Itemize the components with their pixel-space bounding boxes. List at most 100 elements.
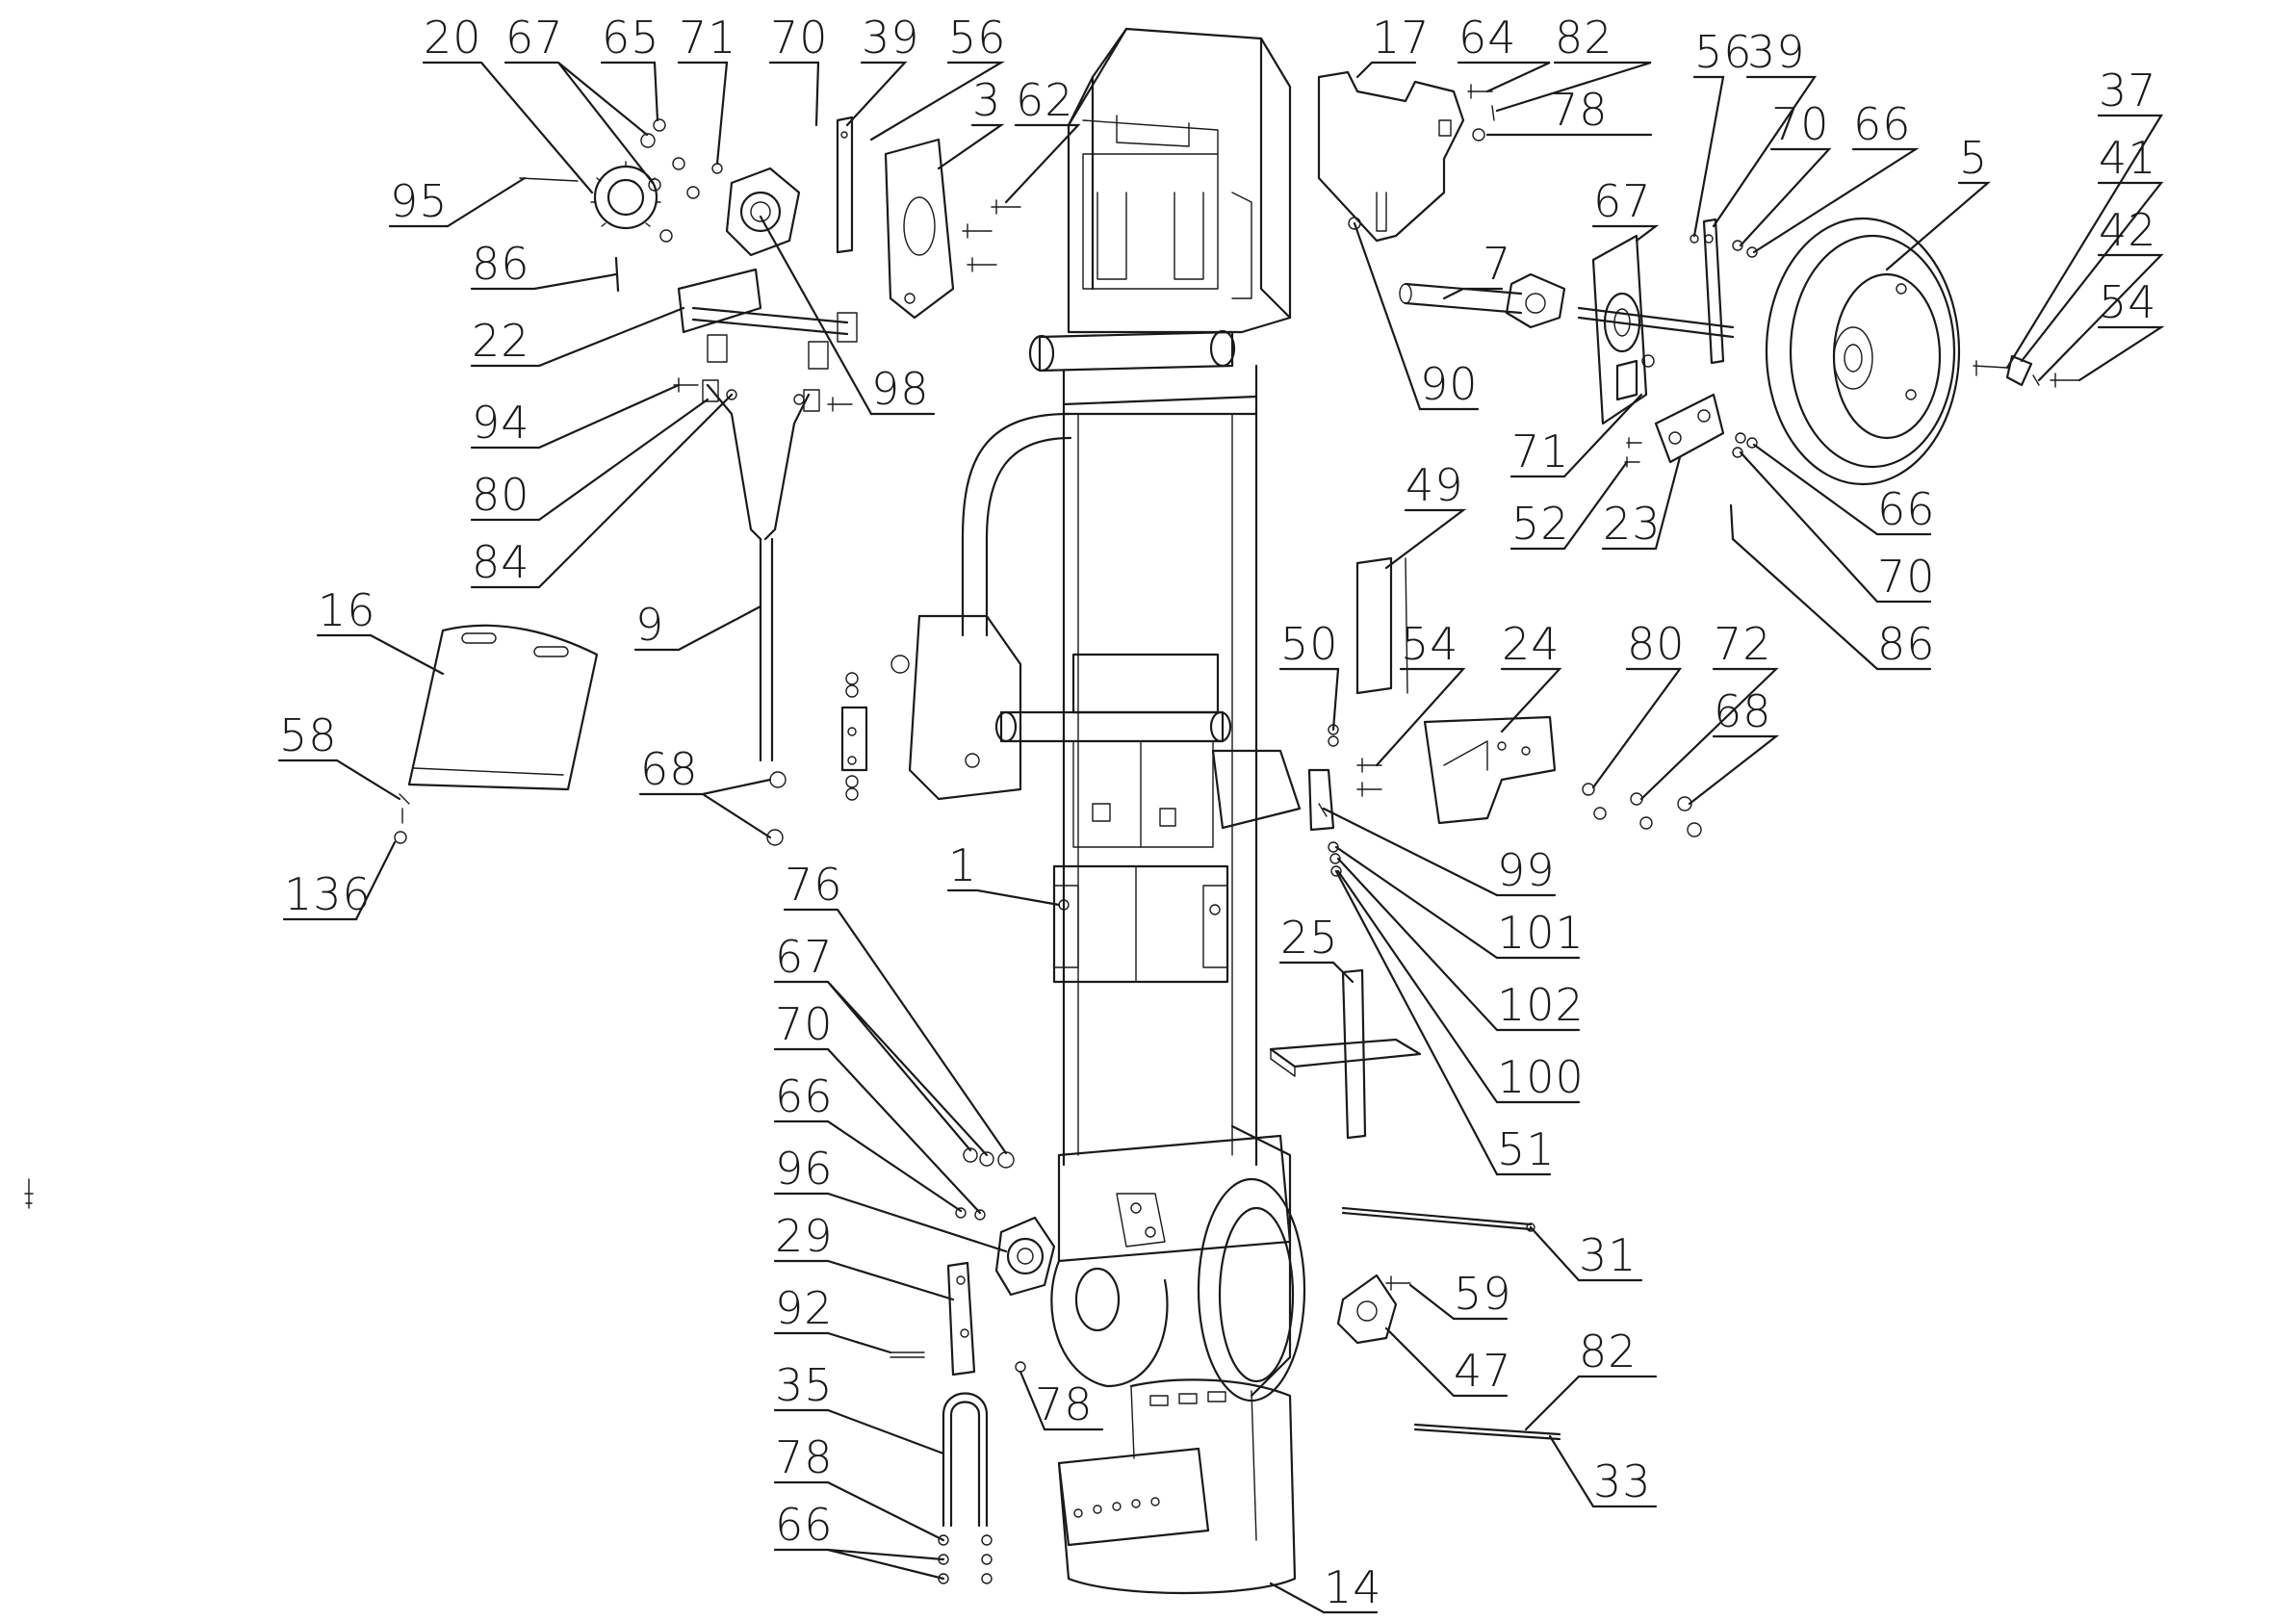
svg-text:51: 51 [1497, 1123, 1556, 1175]
cover-plate-part-16 [394, 624, 599, 844]
flange-bearing-part-98 [725, 167, 801, 257]
pin-part-92 [890, 1351, 1026, 1373]
chute-part-14 [1057, 1378, 1297, 1595]
svg-text:101: 101 [1497, 907, 1585, 959]
callout-5: 5 [1885, 132, 1991, 271]
svg-text:72: 72 [1714, 618, 1772, 670]
callout-39: 39 [845, 12, 920, 127]
svg-text:17: 17 [1372, 12, 1431, 64]
svg-text:86: 86 [472, 238, 530, 290]
svg-text:56: 56 [948, 12, 1007, 64]
svg-text:52: 52 [1511, 498, 1570, 550]
sprocket-part-20 [519, 161, 661, 230]
plate-part-3 [884, 138, 955, 320]
callout-98: 98 [759, 215, 936, 416]
svg-text:70: 70 [770, 12, 829, 64]
callout-37: 37 [2005, 64, 2163, 370]
callout-20: 20 [422, 12, 594, 194]
svg-text:47: 47 [1454, 1345, 1512, 1397]
svg-text:39: 39 [862, 12, 920, 64]
guard-part-17 [1317, 70, 1465, 243]
callout-59: 59 [1408, 1268, 1511, 1321]
callout-16: 16 [316, 584, 445, 676]
callout-80: 80 [470, 398, 709, 522]
callout-54-mid: 54 [1375, 618, 1466, 767]
svg-text:16: 16 [318, 584, 376, 636]
plate-part-29 [946, 1261, 976, 1377]
callout-96: 96 [773, 1143, 1008, 1253]
svg-text:70: 70 [775, 998, 834, 1050]
callout-1: 1 [946, 839, 1061, 907]
svg-text:100: 100 [1497, 1051, 1585, 1103]
svg-text:33: 33 [1593, 1455, 1652, 1507]
callout-90: 90 [1353, 221, 1480, 411]
callout-70-lower: 70 [773, 998, 982, 1215]
svg-text:136: 136 [284, 868, 372, 920]
callout-102: 102 [1336, 857, 1584, 1032]
callout-14: 14 [1269, 1561, 1382, 1614]
callout-56-right: 56 [1692, 26, 1752, 238]
callout-17: 17 [1355, 12, 1431, 79]
callout-9: 9 [633, 599, 762, 652]
svg-text:14: 14 [1324, 1561, 1382, 1613]
callout-56: 56 [869, 12, 1007, 142]
callout-72: 72 [1639, 618, 1779, 801]
callout-52: 52 [1509, 460, 1629, 551]
hardware-cluster-65-67 [640, 118, 723, 243]
u-bolt-part-35 [938, 1392, 993, 1584]
svg-text:64: 64 [1458, 12, 1517, 64]
callout-3: 3 [937, 74, 1005, 170]
small-hardware-column [840, 672, 868, 801]
callout-78-lower: 78 [1019, 1370, 1104, 1431]
rod-part-33 [1413, 1423, 1561, 1441]
callout-47: 47 [1384, 1326, 1512, 1398]
step-part-25 [1269, 968, 1422, 1140]
callout-67-lower: 67 [773, 931, 989, 1157]
fasteners-64-82-78 [1348, 84, 1495, 230]
svg-text:58: 58 [279, 709, 338, 761]
callout-68-right: 68 [1688, 685, 1780, 806]
fasteners-50-54-99-100-101-102 [1307, 724, 1382, 877]
svg-text:3: 3 [972, 74, 1001, 126]
pulley-part-5 [1765, 217, 1961, 486]
callout-100: 100 [1336, 869, 1585, 1104]
svg-text:84: 84 [472, 536, 530, 588]
callout-70: 70 [768, 12, 829, 127]
callout-64: 64 [1457, 12, 1551, 93]
svg-text:22: 22 [472, 315, 530, 367]
callout-35: 35 [773, 1359, 945, 1455]
callout-49: 49 [1384, 459, 1467, 570]
svg-text:50: 50 [1280, 618, 1339, 670]
callout-67: 67 [503, 12, 655, 185]
bracket-part-24 [1423, 715, 1557, 825]
hardware-37-41-42-54 [1973, 354, 2080, 388]
callout-42: 42 [2037, 204, 2164, 382]
svg-text:23: 23 [1603, 498, 1662, 550]
svg-text:7: 7 [1483, 238, 1511, 290]
bracket-part-39-right [1690, 218, 1725, 365]
callout-68: 68 [638, 743, 772, 839]
svg-text:76: 76 [785, 859, 843, 911]
callout-67-right: 67 [1591, 175, 1660, 243]
callout-95: 95 [388, 175, 527, 228]
callout-101: 101 [1334, 845, 1585, 960]
svg-text:70: 70 [1771, 98, 1830, 150]
callout-82: 82 [1495, 12, 1652, 113]
rod-part-31 [1341, 1206, 1535, 1232]
callout-78: 78 [1485, 84, 1653, 137]
svg-text:67: 67 [505, 12, 564, 64]
nuts-66-70-right [1729, 240, 1758, 541]
callout-136: 136 [282, 840, 397, 921]
svg-text:78: 78 [1035, 1378, 1094, 1430]
svg-text:67: 67 [1593, 175, 1652, 227]
svg-text:66: 66 [775, 1070, 834, 1122]
svg-text:80: 80 [1627, 618, 1686, 670]
callout-33: 33 [1548, 1434, 1658, 1508]
callout-66-right: 66 [1752, 98, 1920, 254]
callout-39-right: 39 [1712, 26, 1818, 228]
callout-86-right: 86 [1731, 537, 1935, 671]
callout-23: 23 [1601, 455, 1682, 551]
svg-text:62: 62 [1016, 74, 1074, 126]
svg-text:71: 71 [1511, 425, 1570, 477]
